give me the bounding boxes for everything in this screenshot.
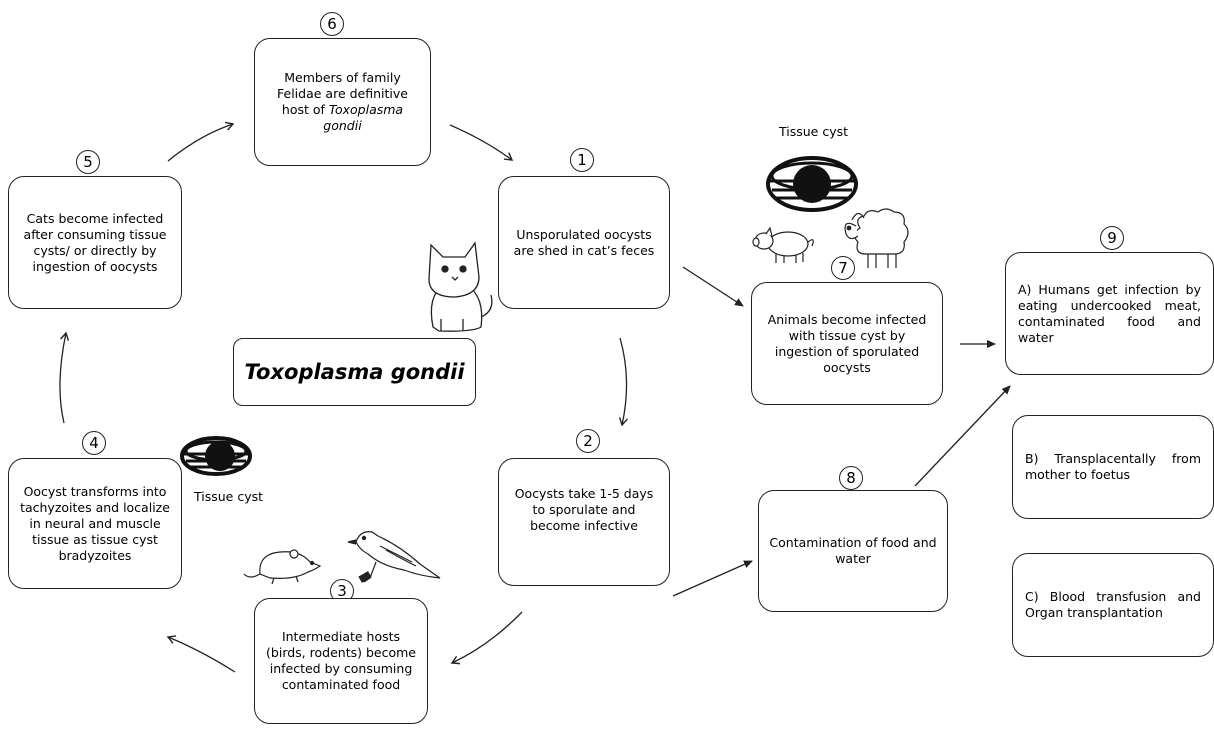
arrow-6-to-1 xyxy=(449,124,514,161)
step-text-8: Contamination of food and water xyxy=(769,535,937,566)
rat-icon xyxy=(243,549,322,585)
step-number-9: 9 xyxy=(1100,226,1124,250)
step-box-7: Animals become infected with tissue cyst… xyxy=(751,282,943,405)
step-text-4: Oocyst transforms into tachyzoites and l… xyxy=(20,483,170,563)
route-box-a: A) Humans get infection by eating underc… xyxy=(1005,252,1214,375)
tissue-cyst-icon xyxy=(766,156,858,212)
route-text-c: C) Blood transfusion and Organ transplan… xyxy=(1025,589,1201,620)
sheep-icon xyxy=(844,208,909,268)
pig-icon xyxy=(752,226,814,263)
arrow-4-to-5 xyxy=(59,331,70,424)
step-box-6: Members of family Felidae are definitive… xyxy=(254,38,431,166)
step-box-8: Contamination of food and water xyxy=(758,490,948,612)
diagram-title: Toxoplasma gondii xyxy=(233,338,476,406)
arrow-2-to-3 xyxy=(450,611,523,665)
step-number-8: 8 xyxy=(839,466,863,490)
step-number-6: 6 xyxy=(320,12,344,36)
arrow-2-to-8 xyxy=(672,560,753,597)
step-number-5: 5 xyxy=(76,150,100,174)
step-box-5: Cats become infected after consuming tis… xyxy=(8,176,182,309)
step-text-2: Oocysts take 1-5 days to sporulate and b… xyxy=(514,486,654,533)
arrow-1-to-7 xyxy=(682,266,744,307)
route-box-c: C) Blood transfusion and Organ transplan… xyxy=(1012,553,1214,657)
route-text-b: B) Transplacentally from mother to foetu… xyxy=(1025,451,1201,482)
tissue-cyst-label-left: Tissue cyst xyxy=(194,489,264,504)
route-text-a: A) Humans get infection by eating underc… xyxy=(1018,281,1201,345)
arrow-1-to-2 xyxy=(618,337,628,427)
step-text-1: Unsporulated oocysts are shed in cat’s f… xyxy=(513,226,655,258)
arrow-3-to-4 xyxy=(166,635,236,673)
tissue-cyst-label-right: Tissue cyst xyxy=(779,124,849,139)
step-number-4: 4 xyxy=(82,431,106,455)
arrow-8-to-9 xyxy=(914,385,1011,487)
step-box-4: Oocyst transforms into tachyzoites and l… xyxy=(8,458,182,589)
step-text-7: Animals become infected with tissue cyst… xyxy=(767,311,927,375)
step-text-3: Intermediate hosts (birds, rodents) beco… xyxy=(266,629,416,692)
step-text-6: Members of family Felidae are definitive… xyxy=(277,70,408,133)
cat-icon xyxy=(428,241,493,332)
step-number-7: 7 xyxy=(831,256,855,280)
step-number-1: 1 xyxy=(570,148,594,172)
step-box-1: Unsporulated oocysts are shed in cat’s f… xyxy=(498,176,670,309)
step-box-2: Oocysts take 1-5 days to sporulate and b… xyxy=(498,458,670,586)
step-number-2: 2 xyxy=(576,429,600,453)
step-text-5: Cats become infected after consuming tis… xyxy=(23,210,167,274)
tissue-cyst-icon xyxy=(180,436,252,476)
step-box-3: Intermediate hosts (birds, rodents) beco… xyxy=(254,598,428,724)
arrow-5-to-6 xyxy=(167,121,235,162)
route-box-b: B) Transplacentally from mother to foetu… xyxy=(1012,415,1214,519)
bird-icon xyxy=(347,531,441,583)
